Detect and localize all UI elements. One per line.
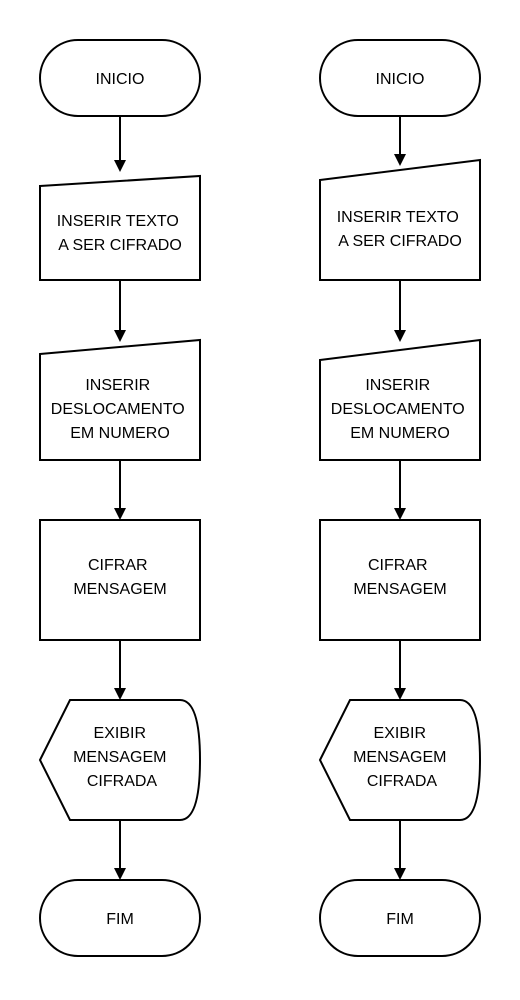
display-line: MENSAGEM xyxy=(353,749,446,766)
display-line: MENSAGEM xyxy=(73,749,166,766)
input-text-line: INSERIR TEXTO xyxy=(57,213,179,230)
process-line: MENSAGEM xyxy=(73,581,166,598)
flowchart-right: INICIO INSERIR TEXTO A SER CIFRADO INSER… xyxy=(318,39,482,957)
input-text-line: A SER CIFRADO xyxy=(58,237,182,254)
process-step: CIFRAR MENSAGEM xyxy=(39,519,201,641)
input-text-step: INSERIR TEXTO A SER CIFRADO xyxy=(39,174,201,281)
connector-arrow xyxy=(394,820,406,880)
input-text-line: INSERIR TEXTO xyxy=(337,209,459,226)
start-terminator: INICIO xyxy=(39,39,201,117)
display-step: EXIBIR MENSAGEM CIFRADA xyxy=(38,699,202,821)
end-label: FIM xyxy=(106,911,134,928)
input-shift-label: INSERIR DESLOCAMENTO EM NUMERO xyxy=(51,377,189,442)
connector-arrow xyxy=(394,280,406,342)
connector-arrow xyxy=(394,460,406,520)
display-step: EXIBIR MENSAGEM CIFRADA xyxy=(318,699,482,821)
connector-arrow xyxy=(114,280,126,342)
process-label: CIFRAR MENSAGEM xyxy=(73,557,166,598)
display-label: EXIBIR MENSAGEM CIFRADA xyxy=(73,725,171,790)
input-text-line: A SER CIFRADO xyxy=(338,233,462,250)
input-shift-step: INSERIR DESLOCAMENTO EM NUMERO xyxy=(319,338,481,461)
display-label: EXIBIR MENSAGEM CIFRADA xyxy=(353,725,451,790)
input-text-step: INSERIR TEXTO A SER CIFRADO xyxy=(319,158,481,281)
start-terminator: INICIO xyxy=(319,39,481,117)
flowchart-left: INICIO INSERIR TEXTO A SER CIFRADO INSER… xyxy=(38,39,202,957)
start-label: INICIO xyxy=(96,71,145,88)
display-line: CIFRADA xyxy=(367,773,438,790)
input-shift-line: INSERIR xyxy=(365,377,430,394)
input-shift-line: EM NUMERO xyxy=(350,425,450,442)
process-line: MENSAGEM xyxy=(353,581,446,598)
input-text-label: INSERIR TEXTO A SER CIFRADO xyxy=(337,209,464,250)
input-shift-line: INSERIR xyxy=(85,377,150,394)
connector-arrow xyxy=(114,820,126,880)
input-shift-line: DESLOCAMENTO xyxy=(51,401,185,418)
input-shift-label: INSERIR DESLOCAMENTO EM NUMERO xyxy=(331,377,469,442)
connector-arrow xyxy=(114,116,126,172)
display-line: CIFRADA xyxy=(87,773,158,790)
display-line: EXIBIR xyxy=(94,725,146,742)
start-label: INICIO xyxy=(376,71,425,88)
process-label: CIFRAR MENSAGEM xyxy=(353,557,446,598)
input-shift-step: INSERIR DESLOCAMENTO EM NUMERO xyxy=(39,338,201,461)
input-shift-line: DESLOCAMENTO xyxy=(331,401,465,418)
display-line: EXIBIR xyxy=(374,725,426,742)
process-line: CIFRAR xyxy=(88,557,148,574)
connector-arrow xyxy=(394,116,406,166)
input-shift-line: EM NUMERO xyxy=(70,425,170,442)
end-label: FIM xyxy=(386,911,414,928)
connector-arrow xyxy=(114,460,126,520)
input-text-label: INSERIR TEXTO A SER CIFRADO xyxy=(57,213,184,254)
end-terminator: FIM xyxy=(319,879,481,957)
connector-arrow xyxy=(114,640,126,700)
process-step: CIFRAR MENSAGEM xyxy=(319,519,481,641)
end-terminator: FIM xyxy=(39,879,201,957)
process-line: CIFRAR xyxy=(368,557,428,574)
connector-arrow xyxy=(394,640,406,700)
